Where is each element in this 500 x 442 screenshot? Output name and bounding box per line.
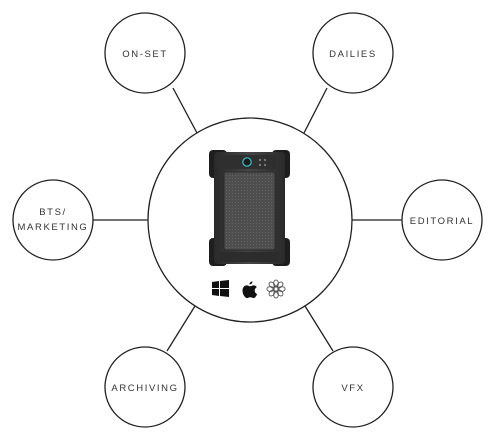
node-label-bts-line2: MARKETING xyxy=(18,222,89,233)
node-dailies: DAILIES xyxy=(312,12,394,94)
node-label-on-set: ON-SET xyxy=(122,49,168,60)
power-button xyxy=(242,157,252,167)
windows-icon xyxy=(212,280,229,297)
node-editorial: EDITORIAL xyxy=(401,179,483,261)
node-label-vfx: VFX xyxy=(341,383,364,394)
connector-on-set xyxy=(172,87,198,134)
connector-lines xyxy=(92,87,402,352)
node-label-archiving: ARCHIVING xyxy=(111,383,178,394)
node-label-bts-line1: BTS/ xyxy=(39,207,67,218)
storage-device-image xyxy=(209,150,290,266)
node-on-set: ON-SET xyxy=(104,12,186,94)
node-bts-marketing: BTS/ MARKETING xyxy=(12,179,94,261)
node-label-dailies: DAILIES xyxy=(329,49,377,60)
connector-vfx xyxy=(304,305,334,352)
node-vfx: VFX xyxy=(312,346,394,428)
linux-flower-icon xyxy=(266,279,286,299)
apple-icon xyxy=(242,281,258,299)
device-mesh-panel xyxy=(223,171,276,251)
os-icons xyxy=(212,279,286,299)
connector-archiving xyxy=(166,305,196,352)
connector-dailies xyxy=(303,87,328,134)
node-archiving: ARCHIVING xyxy=(104,346,186,428)
node-label-editorial: EDITORIAL xyxy=(410,216,474,227)
